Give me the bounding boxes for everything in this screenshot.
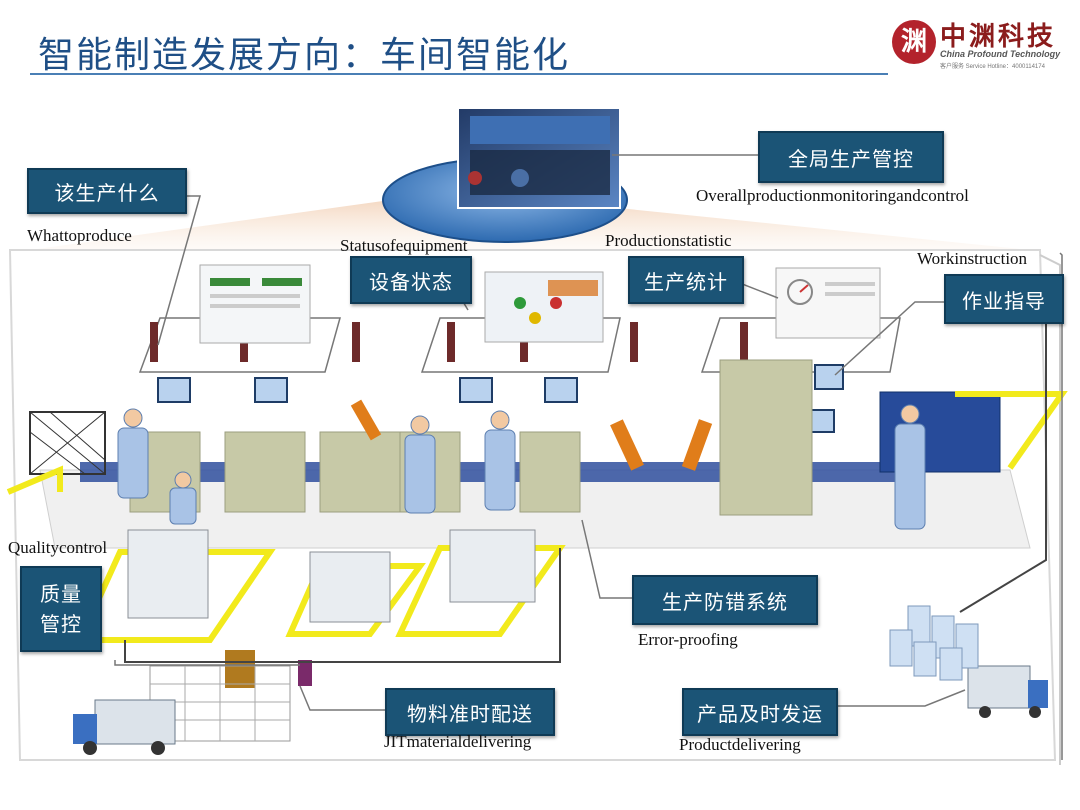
callout-quality-control: 质量 管控 (20, 566, 102, 652)
logo-mark: 渊 (892, 20, 936, 64)
label-error-proofing-en: Error-proofing (638, 630, 738, 649)
station-monitors (157, 364, 844, 433)
label-jit-en: JITmaterialdelivering (384, 732, 532, 751)
label-quality-en: Qualitycontrol (8, 538, 108, 557)
callout-overall-control: 全局生产管控 (758, 131, 944, 183)
callout-work-instruction: 作业指导 (944, 274, 1064, 324)
slide-title: 智能制造发展方向：车间智能化 (38, 35, 571, 76)
floor-outline (8, 249, 1057, 761)
label-overall-control-en: Overallproductionmonitoringandcontrol (696, 186, 969, 205)
callout-jit-delivery: 物料准时配送 (385, 688, 555, 736)
callout-leader-lines (114, 154, 1063, 760)
robot-arms (350, 399, 713, 471)
label-what-to-produce-en: Whattoproduce (27, 226, 132, 245)
label-product-delivery-en: Productdelivering (679, 735, 801, 754)
logo-name-en: China Profound Technology (940, 49, 1061, 59)
agv-unit (298, 660, 312, 686)
truck-right (967, 665, 1048, 718)
callout-production-statistic: 生产统计 (628, 256, 744, 304)
label-instruction-en: Workinstruction (917, 249, 1028, 268)
callout-product-delivery: 产品及时发运 (682, 688, 838, 736)
control-room-videowall (470, 116, 610, 144)
title-underline (30, 73, 888, 75)
control-room-desks (470, 150, 610, 195)
logo-hotline: 客户服务 Service Hotline：4000114174 (940, 64, 1045, 70)
workers (117, 404, 926, 530)
callout-what-to-produce: 该生产什么 (27, 168, 187, 214)
material-carts (127, 529, 536, 623)
callout-error-proofing: 生产防错系统 (632, 575, 818, 625)
logo-name-cn: 中渊科技 (940, 22, 1057, 52)
label-statistic-en: Productionstatistic (605, 231, 732, 250)
quality-line-2: 管控 (40, 612, 82, 636)
warehouse-buildings (889, 605, 979, 681)
label-equipment-en: Statusofequipment (340, 236, 468, 255)
company-logo: 渊 中渊科技 China Profound Technology 客户服务 Se… (892, 14, 1068, 74)
floor-edge (1039, 254, 1061, 765)
truck-left (73, 699, 176, 755)
operator-figure (511, 169, 529, 187)
quality-line-1: 质量 (40, 582, 82, 606)
inspection-cage (29, 411, 106, 475)
callout-equipment-status: 设备状态 (350, 256, 472, 304)
dashboard-statistic (775, 267, 881, 339)
flow-lines (124, 320, 1047, 663)
material-pallet (225, 650, 255, 688)
operator-figure-2 (468, 171, 482, 185)
